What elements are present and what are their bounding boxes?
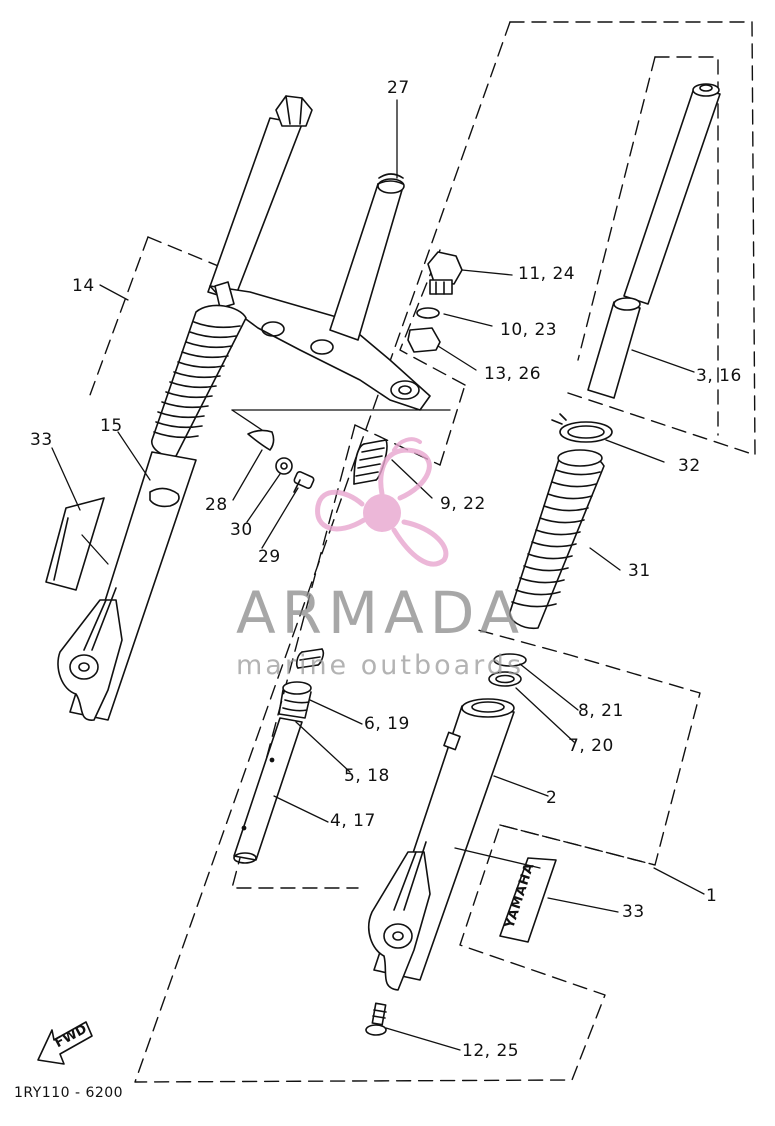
callout-33-right: 33 xyxy=(622,902,645,922)
callout-6-19: 6, 19 xyxy=(364,714,410,734)
callout-29: 29 xyxy=(258,547,281,567)
callout-31: 31 xyxy=(628,561,651,581)
callout-30: 30 xyxy=(230,520,253,540)
callout-2: 2 xyxy=(546,788,558,808)
damper-parts xyxy=(233,439,388,864)
callout-9-22: 9, 22 xyxy=(440,494,486,514)
callout-13-26: 13, 26 xyxy=(484,364,542,384)
callout-3-16: 3, 16 xyxy=(696,366,742,386)
callout-15: 15 xyxy=(100,416,123,436)
callout-4-17: 4, 17 xyxy=(330,811,376,831)
callout-8-21: 8, 21 xyxy=(578,701,624,721)
watermark-logo xyxy=(315,437,449,567)
callout-32: 32 xyxy=(678,456,701,476)
callout-33-left: 33 xyxy=(30,430,53,450)
drawing-code: 1RY110 - 6200 xyxy=(14,1085,124,1101)
left-fork-assembly xyxy=(57,95,431,721)
callout-7-20: 7, 20 xyxy=(568,736,614,756)
leader-lines xyxy=(51,99,705,1051)
fwd-arrow xyxy=(37,1021,93,1065)
callout-28: 28 xyxy=(205,495,228,515)
right-boot xyxy=(509,449,605,630)
callout-1: 1 xyxy=(706,886,718,906)
watermark-subtitle: marine outboards xyxy=(236,650,525,681)
left-decal xyxy=(45,497,105,591)
right-decal xyxy=(499,857,557,943)
callout-14: 14 xyxy=(72,276,95,296)
callout-10-23: 10, 23 xyxy=(500,320,558,340)
watermark-title: ARMADA xyxy=(236,579,526,647)
callout-12-25: 12, 25 xyxy=(462,1041,520,1061)
callout-11-24: 11, 24 xyxy=(518,264,576,284)
small-parts xyxy=(247,429,315,493)
right-fork-parts xyxy=(365,83,721,1036)
callout-27: 27 xyxy=(387,78,410,98)
left-boot xyxy=(151,304,247,458)
callout-5-18: 5, 18 xyxy=(344,766,390,786)
